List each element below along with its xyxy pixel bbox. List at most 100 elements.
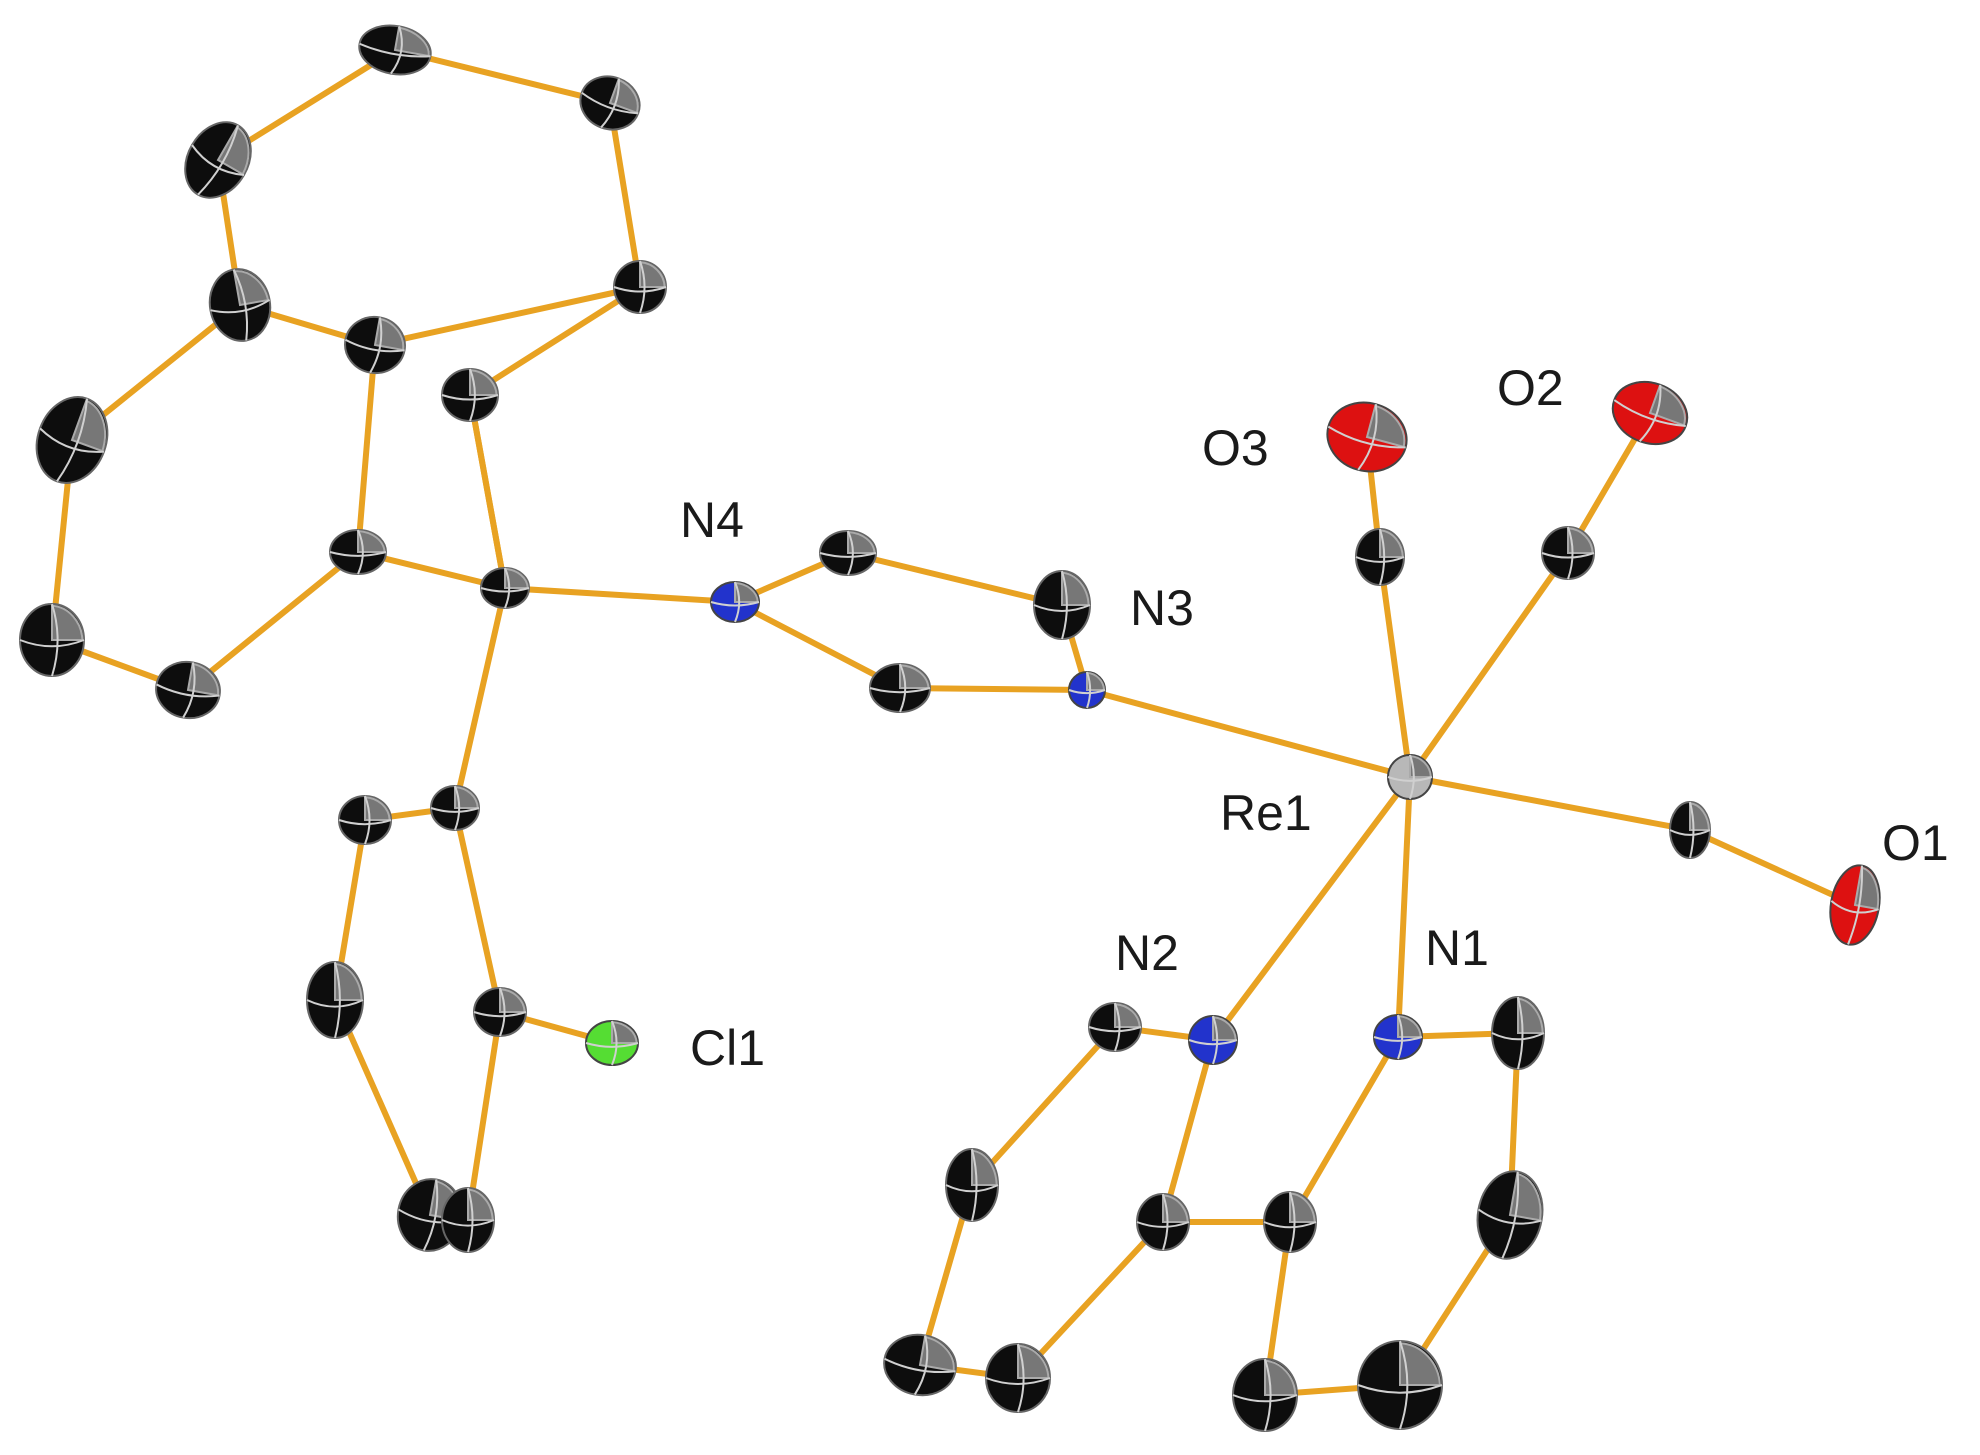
bond-a10-a26 xyxy=(452,585,508,811)
atom-o-a24 xyxy=(1829,864,1881,946)
atom-principal-line xyxy=(1409,754,1415,800)
atom-octant xyxy=(1399,1342,1441,1386)
bond-a10-a13 xyxy=(502,585,738,605)
bond-a7-a10 xyxy=(467,392,508,591)
atom-principal-line xyxy=(359,42,431,58)
atom-octant xyxy=(216,125,250,176)
atom-octant xyxy=(918,1335,955,1373)
atom-principal-line xyxy=(869,687,931,694)
atom-c-a8 xyxy=(35,396,109,484)
atom-principal-line xyxy=(430,807,480,813)
atom-c-a38 xyxy=(883,1333,957,1397)
atom-principal-line xyxy=(585,1042,639,1048)
atom-principal-line xyxy=(1188,1039,1238,1046)
atom-principal-line xyxy=(611,1020,618,1066)
atom-principal-line xyxy=(1517,996,1524,1070)
bond-a28-a43 xyxy=(465,1009,503,1223)
atom-c-a35 xyxy=(1136,1193,1190,1251)
atom-octant xyxy=(1264,1359,1297,1396)
atom-principal-line xyxy=(156,683,220,698)
atom-principal-line xyxy=(56,398,89,482)
atom-principal-line xyxy=(357,529,364,575)
label-cl1: Cl1 xyxy=(690,1020,765,1076)
atom-principal-line xyxy=(600,78,620,129)
atom-principal-line xyxy=(734,581,741,623)
atom-c-a15 xyxy=(1033,570,1091,640)
atom-principal-line xyxy=(1639,384,1662,442)
atom-principal-line xyxy=(613,286,667,293)
atom-principal-line xyxy=(334,961,341,1039)
atom-c-a2 xyxy=(579,75,641,131)
atom-principal-line xyxy=(454,785,461,831)
atom-c-a12 xyxy=(155,660,221,720)
atom-octant xyxy=(971,1149,998,1186)
atom-principal-line xyxy=(1379,528,1386,586)
atom-principal-line xyxy=(1232,1394,1298,1403)
atom-principal-line xyxy=(191,144,245,176)
atom-c-a26 xyxy=(430,785,480,831)
atom-principal-line xyxy=(467,1187,474,1253)
atom-principal-line xyxy=(1397,1014,1404,1060)
atom-c-a21 xyxy=(1541,526,1595,580)
atom-principal-line xyxy=(1567,526,1574,580)
atom-principal-line xyxy=(390,26,403,75)
bond-a21-a22 xyxy=(1407,550,1571,780)
atom-c-a5 xyxy=(208,268,272,342)
atom-principal-line xyxy=(469,368,476,422)
atom-principal-line xyxy=(504,567,511,609)
bond-a6-a4 xyxy=(372,284,643,348)
atom-principal-line xyxy=(1357,404,1378,471)
atom-principal-line xyxy=(306,999,364,1008)
atom-principal-line xyxy=(899,663,907,713)
atom-c-a1 xyxy=(358,24,432,76)
label-o2: O2 xyxy=(1497,360,1564,416)
atom-principal-line xyxy=(1212,1015,1219,1065)
atom-c-a23 xyxy=(1669,801,1711,859)
atom-principal-line xyxy=(1162,1193,1169,1251)
atom-principal-line xyxy=(1086,671,1092,709)
atom-n-a32 xyxy=(1373,1014,1423,1060)
atom-principal-line xyxy=(338,819,392,826)
atom-octant xyxy=(334,962,363,1001)
atom-principal-line xyxy=(441,1219,495,1227)
atom-principal-line xyxy=(1355,556,1405,563)
atom-principal-line xyxy=(473,1011,527,1018)
bond-a22-a23 xyxy=(1407,774,1693,833)
atom-c-a39 xyxy=(985,1343,1051,1413)
atom-principal-line xyxy=(1114,1002,1121,1052)
atom-c-a7 xyxy=(441,368,499,422)
bond-a17-a16 xyxy=(897,685,1090,693)
atom-principal-line xyxy=(884,1357,956,1374)
bond-a26-a28 xyxy=(452,805,503,1015)
atom-principal-line xyxy=(1033,604,1091,612)
atom-principal-line xyxy=(1061,570,1068,640)
atom-principal-line xyxy=(1373,1036,1423,1042)
atom-c-a36 xyxy=(1263,1191,1317,1253)
label-n1: N1 xyxy=(1425,920,1489,976)
atom-principal-line xyxy=(985,1377,1051,1385)
bond-a20-a22 xyxy=(1377,554,1413,780)
atom-c-a41 xyxy=(1357,1340,1443,1430)
atom-octant xyxy=(1517,997,1544,1034)
atom-o-a18 xyxy=(1326,401,1408,473)
atom-principal-line xyxy=(344,338,405,353)
atom-c-a3 xyxy=(184,121,252,199)
atom-principal-line xyxy=(1830,900,1879,914)
atom-principal-line xyxy=(1263,1221,1317,1229)
atom-n-a16 xyxy=(1068,671,1106,709)
atom-octant xyxy=(1648,384,1686,427)
atom-principal-line xyxy=(971,1148,978,1222)
atom-c-a37 xyxy=(1476,1170,1544,1260)
atom-principal-line xyxy=(1847,865,1864,945)
atom-principal-line xyxy=(847,530,854,576)
atom-octant xyxy=(1061,571,1090,606)
atom-principal-line xyxy=(913,1335,929,1396)
bond-a32-a36 xyxy=(1287,1034,1401,1225)
bond-a30-a35 xyxy=(1160,1037,1216,1225)
bond-a16-a22 xyxy=(1084,687,1413,780)
atom-principal-line xyxy=(1613,399,1686,427)
atom-principal-line xyxy=(232,269,249,341)
bond-a12-a9 xyxy=(185,549,361,693)
atom-principal-line xyxy=(364,795,371,845)
